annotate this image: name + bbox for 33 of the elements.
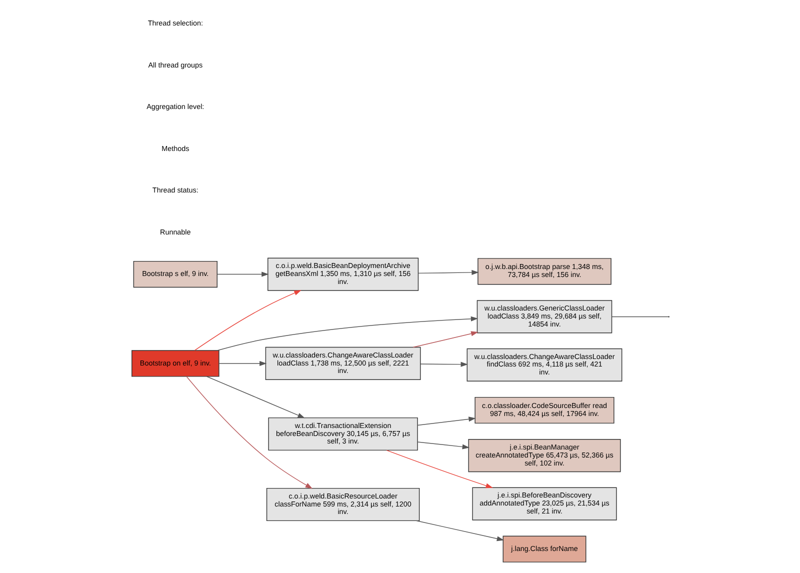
node-box: w.u.classloaders.ChangeAwareClassLoader loadClass 1,738 ms, 12,500 µs self, 2221 inv. (264, 346, 420, 380)
arrow (206, 376, 304, 418)
node-box: Bootstrap on elf, 9 inv. (131, 350, 219, 377)
node-box: Bootstrap s elf, 9 inv. (132, 260, 217, 288)
arrow (416, 442, 470, 450)
arrow (416, 520, 504, 542)
label: Methods (161, 144, 189, 153)
node-box: o.j.w.b.api.Bootstrap parse 1,348 ms, 73,784 µs self, 156 inv. (477, 258, 611, 285)
label: Thread status: (152, 186, 198, 195)
node-box: j.lang.Class forName (502, 536, 586, 562)
node-box: c.o.classloader.CodeSourceBuffer read 987 ms, 48,424 µs self, 17964 inv. (474, 396, 614, 424)
label: All thread groups (148, 60, 202, 70)
arrow (386, 450, 492, 488)
node-box: w.u.classloaders.GenericClassLoader loadClass 3,849 ms, 29,684 µs self, 14854 inv. (476, 300, 612, 334)
label: Thread selection: (147, 18, 202, 28)
arrow (194, 290, 301, 351)
arrow (416, 416, 476, 426)
node-box: c.o.i.p.weld.BasicResourceLoader classForName 599 ms, 2,314 µs self, 1200 inv. (266, 488, 420, 522)
node-box: j.e.i.spi.BeanManager createAnnotatedType 65,473 µs, 52,366 µs self, 102 inv. (468, 439, 620, 472)
label: Runnable (160, 227, 190, 236)
arrow (186, 376, 312, 489)
connector (610, 316, 668, 318)
node-box: j.e.i.spi.BeforeBeanDiscovery addAnnotatedType 23,025 µs, 21,534 µs self, 21 inv. (472, 487, 616, 520)
node-box: c.o.i.p.weld.BasicBeanDeploymentArchive getBeansXml 1,350 ms, 1,310 µs self, 156 inv. (267, 258, 418, 291)
label: Aggregation level: (146, 102, 204, 112)
node-box: w.t.cdi.TransactionalExtension beforeBeanDiscovery 30,145 µs, 6,757 µs self, 3 inv. (268, 417, 418, 451)
arrow (420, 362, 468, 367)
arrow (216, 272, 268, 277)
arrow (417, 270, 478, 275)
arrow (216, 316, 478, 351)
arrow (218, 360, 266, 366)
node-box: w.u.classloaders.ChangeAwareClassLoader findClass 692 ms, 4,118 µs self, 421 inv. (466, 348, 622, 382)
arrow (412, 331, 478, 348)
